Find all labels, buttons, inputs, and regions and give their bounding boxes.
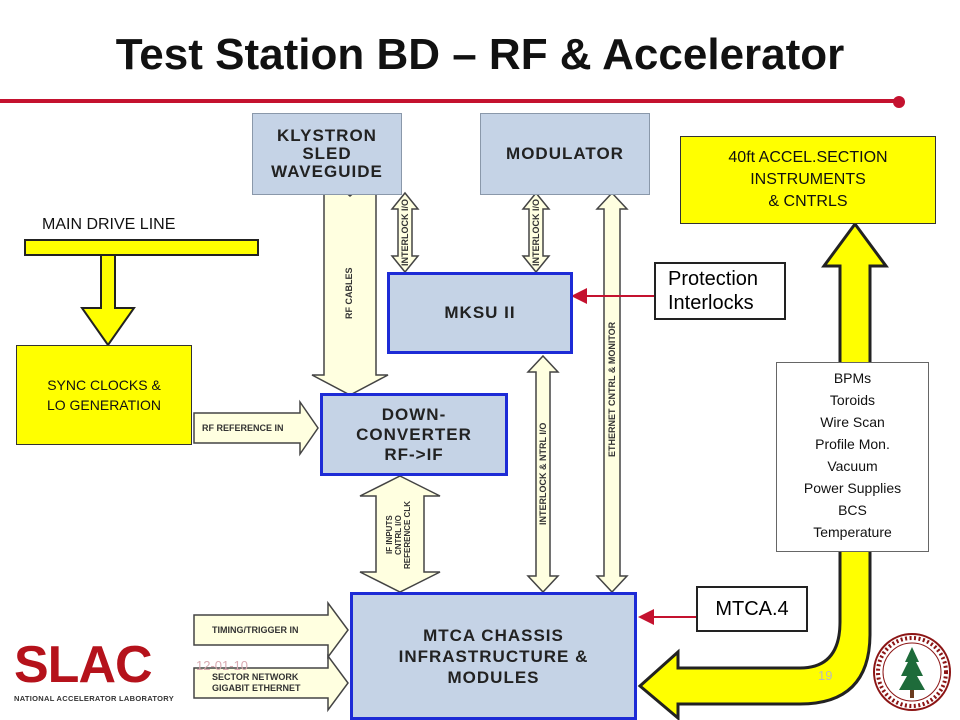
sync-clocks-line-2: LO GENERATION: [46, 397, 162, 413]
if-inputs-line: IF INPUTS: [385, 515, 394, 555]
mtca-chassis-line-3: MODULES: [447, 667, 540, 687]
rf-reference-arrow: [193, 399, 319, 457]
interlocks-line: Interlocks: [668, 292, 754, 314]
slac-logo-text: SLAC: [14, 636, 153, 694]
timing-label: TIMING/TRIGGER IN: [212, 625, 299, 635]
main-drive-line-bar: [24, 239, 259, 256]
sync-clocks-block: SYNC CLOCKS & LO GENERATION: [16, 345, 192, 445]
slac-logo-subtitle: NATIONAL ACCELERATOR LABORATORY: [14, 694, 174, 703]
klystron-block: KLYSTRON SLED WAVEGUIDE: [252, 113, 402, 195]
ethernet-label: ETHERNET CNTRL & MONITOR: [607, 321, 617, 457]
rf-cables-label: RF CABLES: [344, 267, 354, 319]
instrument-item: Power Supplies: [803, 480, 902, 496]
sync-clocks-line-1: SYNC CLOCKS &: [47, 377, 161, 393]
slide-page-number: 19: [818, 668, 833, 683]
mtca-chassis-block: MTCA CHASSIS INFRASTRUCTURE & MODULES: [350, 592, 637, 720]
instrument-item: Toroids: [829, 392, 876, 408]
interlock-io-label-1: INTERLOCK I/O: [400, 199, 410, 267]
klystron-line: KLYSTRON: [277, 126, 377, 145]
gigabit-ethernet-line: GIGABIT ETHERNET: [212, 683, 301, 693]
mtca-chassis-line-2: INFRASTRUCTURE &: [398, 646, 589, 666]
instrument-item: Temperature: [813, 524, 892, 540]
modulator-block: MODULATOR: [480, 113, 650, 195]
accel-section-line-1: 40ft ACCEL.SECTION: [728, 149, 888, 166]
title-rule: [0, 99, 898, 103]
if-inputs-label: IF INPUTS CNTRL I/O REFERENCE CLK: [385, 500, 412, 570]
sector-network-line: SECTOR NETWORK: [212, 672, 299, 682]
instrument-item: Wire Scan: [820, 414, 885, 430]
slide-date: 12-01-10: [196, 658, 249, 673]
interlock-ntrl-label: INTERLOCK & NTRL I/O: [538, 422, 548, 526]
waveguide-line: WAVEGUIDE: [271, 162, 383, 181]
accel-section-line-3: & CNTRLS: [768, 193, 848, 210]
rf-reference-label: RF REFERENCE IN: [202, 423, 284, 433]
protection-interlocks-box: Protection Interlocks: [654, 262, 786, 320]
mtca-chassis-line-1: MTCA CHASSIS: [423, 625, 564, 645]
instrument-return-path: [637, 221, 889, 720]
accel-section-block: 40ft ACCEL.SECTION INSTRUMENTS & CNTRLS: [680, 136, 936, 224]
slide-title: Test Station BD – RF & Accelerator: [115, 30, 845, 79]
downconverter-line-2: CONVERTER: [356, 424, 472, 444]
reference-clk-line: REFERENCE CLK: [403, 501, 412, 570]
accel-section-line-2: INSTRUMENTS: [750, 171, 866, 188]
instrument-item: Vacuum: [827, 458, 878, 474]
stanford-seal-icon: [873, 633, 951, 711]
sled-line: SLED: [302, 144, 352, 163]
downconverter-line-3: RF->IF: [384, 444, 444, 464]
instrument-item: Profile Mon.: [815, 436, 890, 452]
timing-arrow: [193, 600, 349, 660]
interlock-io-label-2: INTERLOCK I/O: [531, 199, 541, 267]
title-rule-dot: [893, 96, 905, 108]
downconverter-block: DOWN- CONVERTER RF->IF: [320, 393, 508, 476]
sector-network-arrow: [193, 653, 349, 713]
mtca4-box: MTCA.4: [696, 586, 808, 632]
downconverter-line-1: DOWN-: [381, 404, 447, 424]
protection-line: Protection: [668, 268, 759, 290]
instrument-item: BPMs: [833, 370, 872, 386]
main-drive-line-label: MAIN DRIVE LINE: [42, 216, 176, 233]
instruments-list-box: BPMs Toroids Wire Scan Profile Mon. Vacu…: [776, 362, 929, 552]
cntrl-io-line: CNTRL I/O: [394, 515, 403, 555]
instrument-item: BCS: [838, 502, 867, 518]
slac-logo: SLAC NATIONAL ACCELERATOR LABORATORY: [14, 636, 174, 712]
mksu-block: MKSU II: [387, 272, 573, 354]
main-drive-down-arrow: [80, 254, 136, 347]
